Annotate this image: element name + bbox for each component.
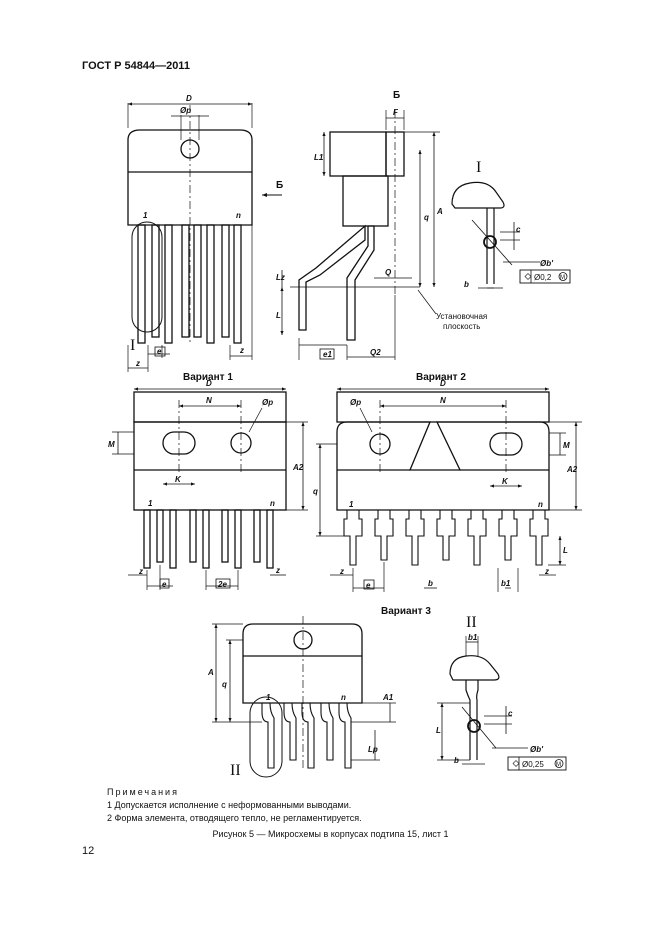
variant-3-view [212,616,396,778]
svg-text:Б: Б [393,90,400,101]
svg-text:K: K [502,477,509,486]
svg-text:F: F [393,108,399,117]
svg-text:n: n [270,499,275,508]
svg-text:Ø0,2: Ø0,2 [534,273,552,282]
svg-text:n: n [236,211,241,220]
variant-1-view [112,387,308,590]
variant-1-labels: Вариант 1 D N Øp M K A2 1 n z e 2e z [108,372,304,589]
svg-text:A2: A2 [292,463,304,472]
svg-text:N: N [440,396,446,405]
svg-text:Lz: Lz [276,273,285,282]
notes-title: Примечания [107,787,179,797]
svg-text:A2: A2 [566,465,578,474]
svg-text:Q: Q [385,268,392,277]
note-item: 1 Допускается исполнение с неформованным… [107,800,352,810]
svg-text:M: M [108,440,115,449]
side-view-b [280,110,440,360]
svg-text:Øp: Øp [350,398,361,407]
svg-text:e1: e1 [323,350,332,359]
front-view-labels: D Øp Б 1 n I e z z [130,94,283,368]
svg-text:A: A [436,207,443,216]
svg-text:A1: A1 [382,693,394,702]
side-view-labels: Б F L1 q A Lz L Q e1 Q2 Установочная пло… [276,90,487,359]
detail-1-labels: I c b Øb' Ø0,2 M [464,159,565,289]
svg-text:D: D [206,379,212,388]
svg-text:b: b [454,756,459,765]
svg-text:b1: b1 [468,633,478,642]
svg-text:e: e [366,581,371,590]
svg-text:1: 1 [266,693,271,702]
svg-text:L1: L1 [314,153,324,162]
svg-text:n: n [341,693,346,702]
page-number: 12 [82,845,95,857]
svg-text:M: M [556,762,561,768]
front-view [127,102,282,372]
svg-text:Ø0,25: Ø0,25 [522,760,544,769]
svg-text:Вариант 3: Вариант 3 [381,606,431,617]
svg-text:z: z [239,346,244,355]
svg-text:L: L [436,726,441,735]
svg-text:Lp: Lp [368,745,378,754]
svg-text:Установочная: Установочная [436,312,487,321]
svg-text:Вариант 1: Вариант 1 [183,372,233,383]
svg-text:N: N [206,396,212,405]
svg-text:Вариант 2: Вариант 2 [416,372,466,383]
svg-text:n: n [538,500,543,509]
notes: Примечания 1 Допускается исполнение с не… [107,786,362,825]
svg-text:K: K [175,475,182,484]
svg-text:z: z [138,567,143,576]
svg-text:q: q [222,680,227,689]
svg-text:z: z [544,567,549,576]
svg-text:M: M [563,441,570,450]
svg-text:b1: b1 [501,579,511,588]
svg-text:1: 1 [143,211,148,220]
svg-text:II: II [230,762,241,779]
svg-text:Q2: Q2 [370,348,381,357]
svg-text:z: z [339,567,344,576]
svg-text:A: A [207,668,214,677]
svg-text:L: L [563,546,568,555]
svg-text:Øb': Øb' [530,745,544,754]
svg-text:q: q [313,487,318,496]
svg-text:D: D [186,94,192,103]
svg-text:b: b [428,579,433,588]
svg-text:z: z [275,566,280,575]
svg-text:e: e [157,347,162,356]
svg-text:1: 1 [349,500,354,509]
variant-2-view [316,387,582,592]
svg-text:c: c [516,225,521,234]
svg-text:M: M [560,275,565,281]
svg-text:D: D [440,379,446,388]
svg-text:I: I [130,337,135,354]
svg-text:Øp: Øp [262,398,273,407]
variant-2-labels: Вариант 2 D N Øp M K A2 q L 1 n z e b b1… [313,372,578,590]
svg-text:e: e [162,580,167,589]
variant-3-labels: Вариант 3 A q A1 1 n Lp II [207,606,431,779]
svg-text:1: 1 [148,499,153,508]
svg-text:II: II [466,614,477,631]
svg-text:Øp: Øp [180,106,191,115]
svg-text:c: c [508,709,513,718]
standard-header: ГОСТ Р 54844—2011 [82,60,190,72]
detail-2-labels: II b1 L c b Øb' Ø0,25 M [436,614,561,769]
svg-text:q: q [424,213,429,222]
figure-caption: Рисунок 5 — Микросхемы в корпусах подтип… [212,829,449,839]
svg-text:Б: Б [276,180,283,191]
svg-text:b: b [464,280,469,289]
note-item: 2 Форма элемента, отводящего тепло, не р… [107,813,362,823]
svg-text:L: L [276,311,281,320]
svg-text:2e: 2e [217,580,227,589]
svg-text:плоскость: плоскость [443,322,480,331]
svg-text:z: z [135,359,140,368]
detail-1 [451,181,571,289]
svg-text:Øb': Øb' [540,259,554,268]
detail-2 [437,636,567,771]
svg-text:I: I [476,159,481,176]
